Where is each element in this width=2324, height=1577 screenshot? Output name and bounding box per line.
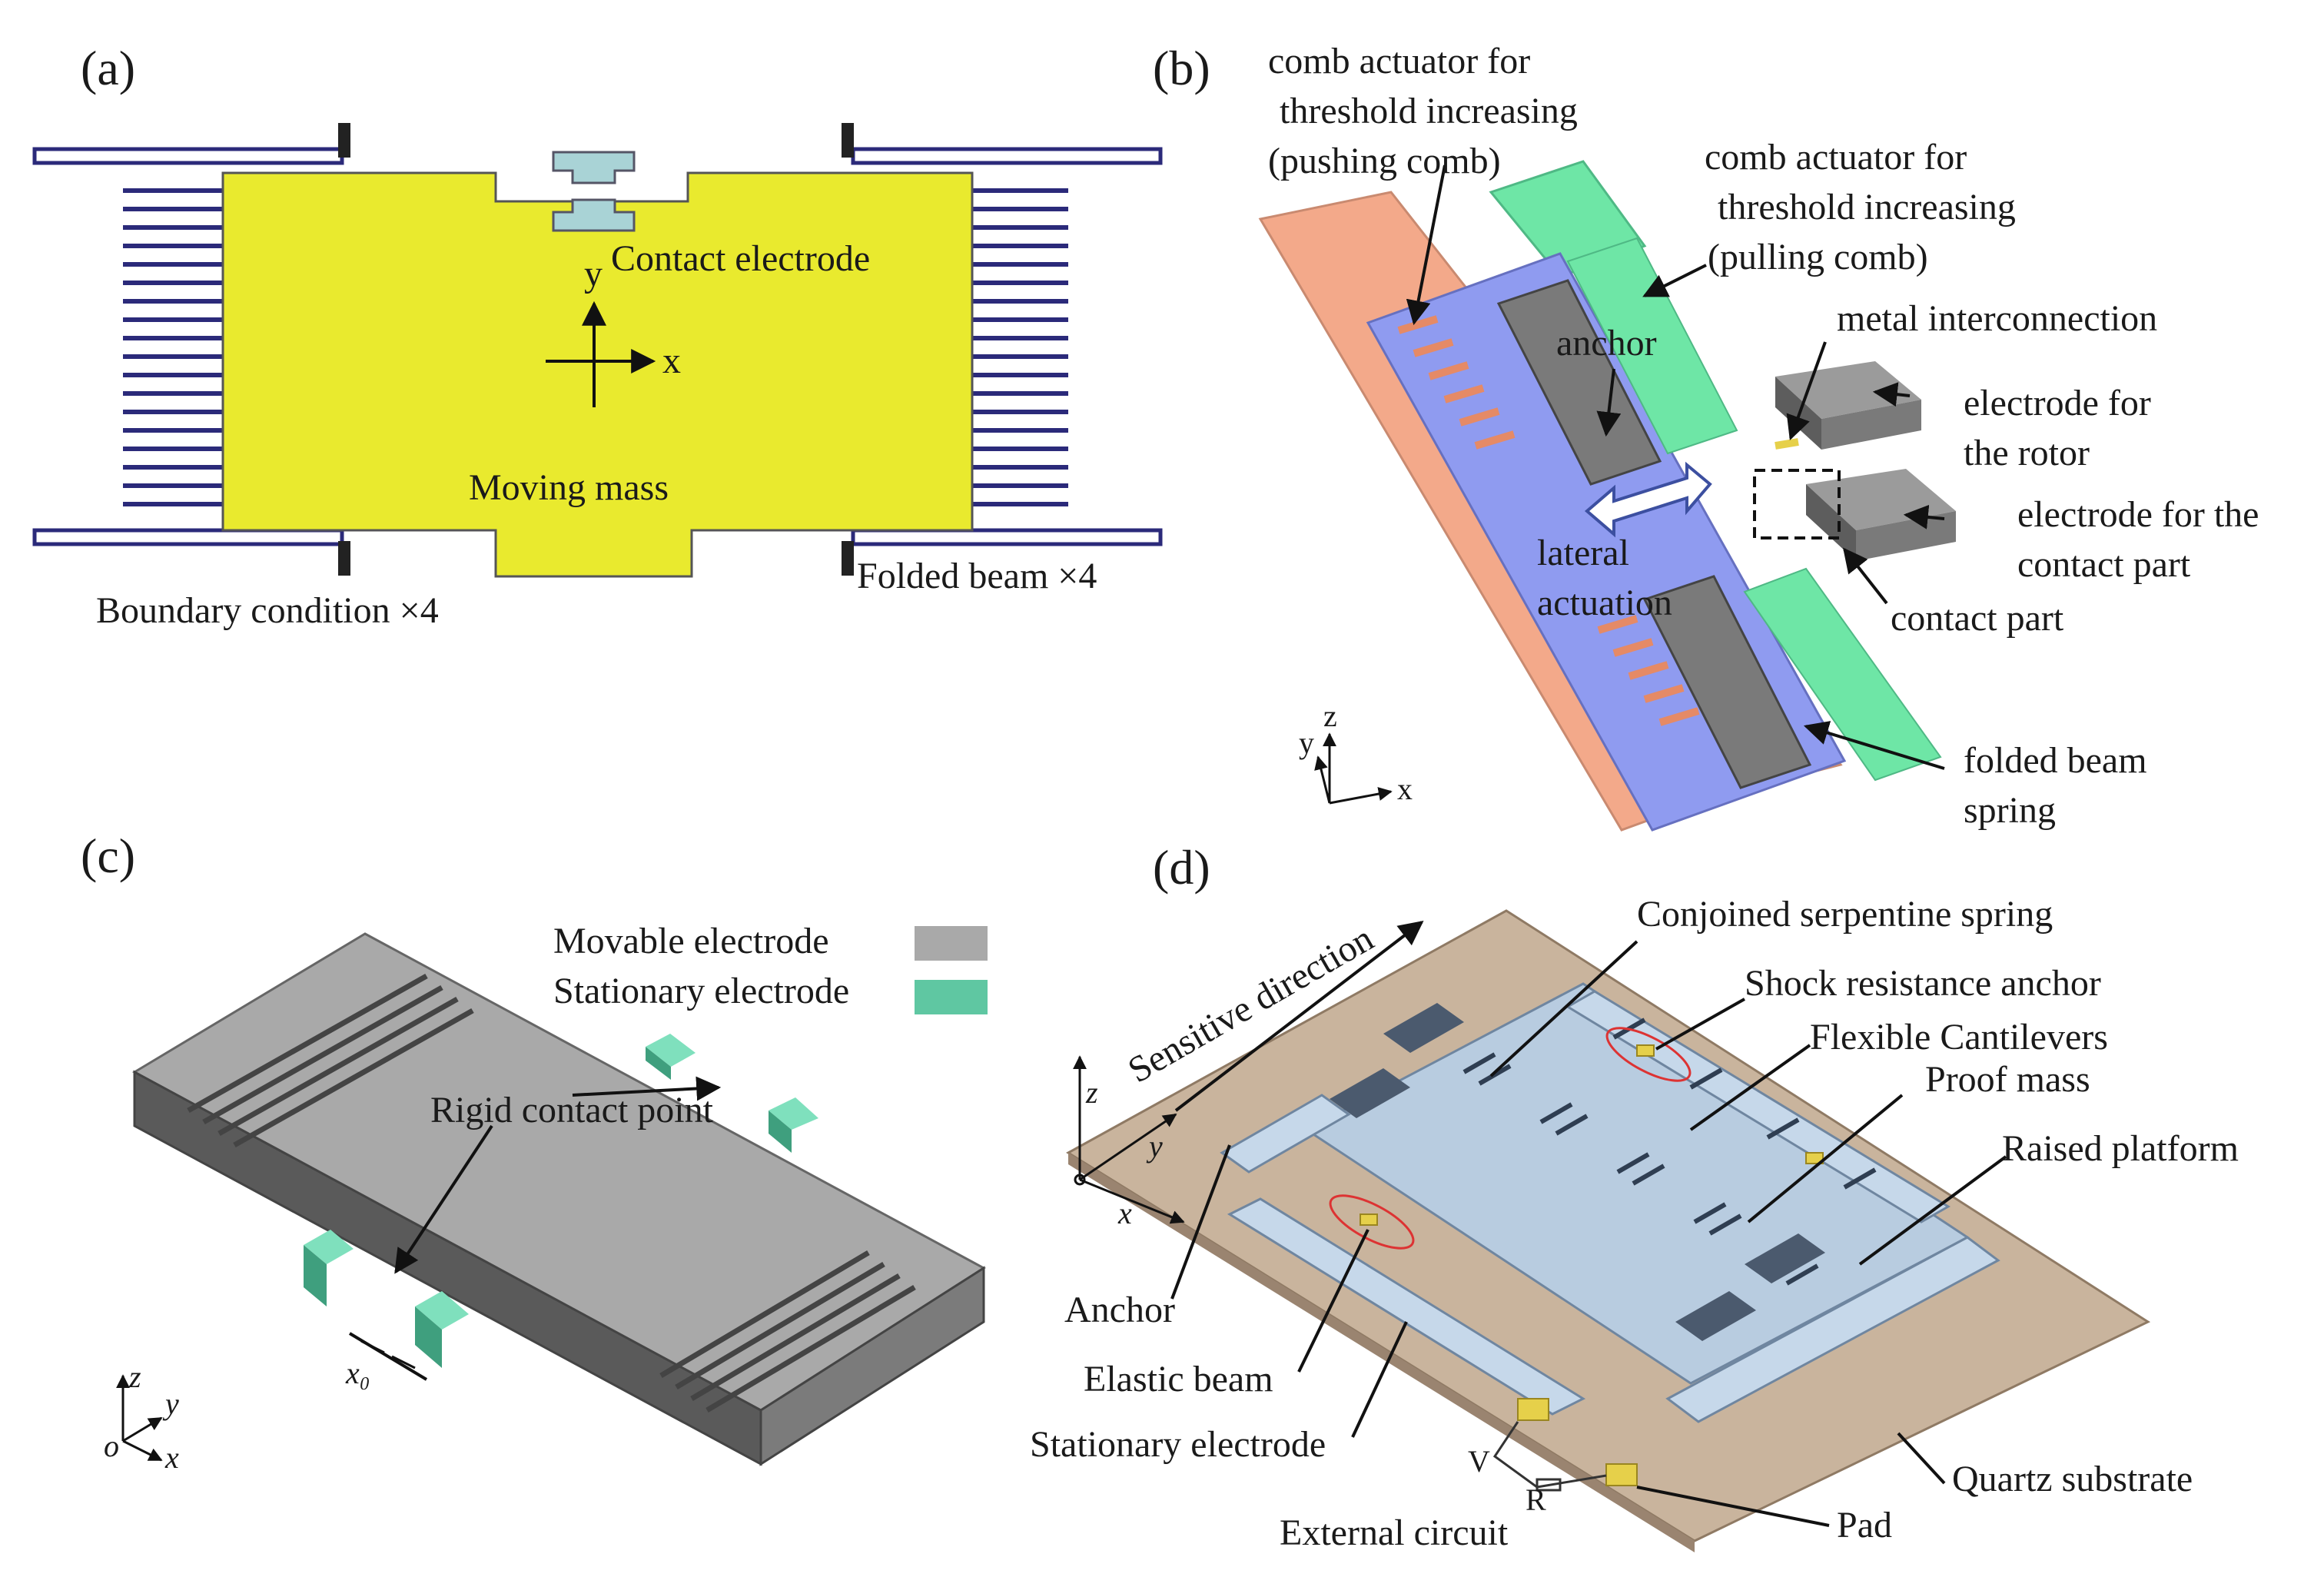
anchor-label-b: anchor — [1556, 323, 1657, 364]
contact-part-box — [1753, 469, 1841, 540]
metal-interconnection-line — [1775, 438, 1799, 450]
anchor-lower — [1642, 575, 1812, 789]
resistor-label: R — [1526, 1482, 1546, 1517]
panel-c: (c) — [81, 828, 988, 1475]
axis-y-label-b: y — [1299, 725, 1314, 760]
anchor-label-d: Anchor — [1064, 1290, 1175, 1330]
shock-anchor-highlight-1 — [1605, 1027, 1692, 1082]
legend-swatch-stationary — [915, 980, 988, 1014]
stationary-bar — [1227, 1197, 1586, 1416]
pushing-comb-label-line1: comb actuator for — [1268, 41, 1530, 81]
boundary-condition-label: Boundary condition ×4 — [96, 590, 439, 631]
folded-beam-spring-label-line1: folded beam — [1964, 740, 2147, 781]
stationary-electrodes — [304, 1034, 818, 1368]
rigid-contact-point-label: Rigid contact point — [430, 1090, 714, 1130]
axis-x-label-c: x — [164, 1440, 179, 1475]
movable-electrode-side — [759, 1266, 985, 1466]
flexible-cantilevers-label: Flexible Cantilevers — [1810, 1017, 2108, 1057]
panel-b-label: (b) — [1153, 41, 1210, 95]
legend-movable-label: Movable electrode — [553, 921, 829, 961]
axis-z-label-b: z — [1323, 699, 1337, 733]
pushing-comb-label-line2: threshold increasing — [1280, 91, 1578, 131]
rotor-electrode — [1775, 361, 1921, 450]
axis-x-label-b: x — [1397, 772, 1413, 806]
leaders-d — [1170, 940, 2007, 1527]
serpentine-springs-d — [1330, 1003, 1825, 1341]
axis-x-label-a: x — [662, 340, 681, 381]
moving-mass — [221, 171, 974, 578]
shock-anchors — [1360, 1044, 1824, 1226]
panel-d: (d) — [1030, 840, 2239, 1553]
panel-b: (b) — [1153, 41, 2259, 832]
contact-electrode-label: Contact electrode — [611, 238, 870, 279]
axis-x-label-d: x — [1117, 1196, 1132, 1230]
serpentine-spring-left — [187, 973, 474, 1148]
axis-y-label-a: y — [584, 254, 603, 294]
contact-electrode-label-line2: contact part — [2017, 544, 2191, 585]
external-circuit — [1492, 1421, 1607, 1492]
contact-part-electrode — [1806, 469, 1956, 561]
legend-swatch-movable — [915, 926, 988, 961]
moving-mass-label: Moving mass — [469, 467, 669, 508]
quartz-substrate-edge — [1068, 1153, 1695, 1552]
axes-c — [116, 1374, 163, 1462]
voltage-label: V — [1468, 1444, 1490, 1479]
x0-label: x₀ — [345, 1356, 370, 1390]
axes-b — [1314, 732, 1393, 805]
pulling-comb-label-line1: comb actuator for — [1705, 137, 1967, 178]
elastic-beam-label: Elastic beam — [1084, 1359, 1273, 1399]
panel-a: (a) — [32, 41, 1163, 631]
pushing-comb-label-line3: (pushing comb) — [1268, 141, 1501, 181]
metal-interconnection-label: metal interconnection — [1837, 298, 2157, 339]
green-comb-lower — [1743, 567, 1942, 782]
axes-d — [1073, 1055, 1185, 1224]
pulling-comb-label-line2: threshold increasing — [1718, 187, 2016, 227]
raised-platform-bar — [1665, 1236, 2000, 1423]
folded-beam-spring-label-line2: spring — [1964, 790, 2056, 831]
axis-o-label-c: o — [104, 1429, 119, 1463]
rail-left — [1220, 1094, 1351, 1174]
conjoined-spring-label: Conjoined serpentine spring — [1637, 894, 2053, 935]
proof-mass-label: Proof mass — [1925, 1059, 2090, 1100]
panel-a-label: (a) — [81, 41, 135, 95]
raised-platform-label: Raised platform — [2002, 1128, 2239, 1169]
legend-stationary-label: Stationary electrode — [553, 971, 849, 1011]
lateral-actuation-arrow — [1584, 461, 1712, 538]
axis-y-label-d: y — [1146, 1129, 1163, 1164]
axis-y-label-c: y — [162, 1386, 179, 1421]
external-circuit-label: External circuit — [1280, 1512, 1509, 1553]
x0-dimension — [360, 1340, 416, 1370]
contact-part-label: contact part — [1891, 598, 2064, 639]
axis-cross-a — [546, 300, 656, 407]
lateral-actuation-label-line2: actuation — [1537, 583, 1672, 623]
pad-label: Pad — [1837, 1505, 1892, 1545]
green-comb-upper — [1566, 237, 1738, 455]
right-beam-fingers — [964, 188, 1068, 506]
folded-beam-label: Folded beam ×4 — [857, 556, 1097, 596]
axis-z-label-d: z — [1085, 1075, 1098, 1110]
shock-resistance-label: Shock resistance anchor — [1745, 963, 2101, 1004]
rotor-electrode-label-line2: the rotor — [1964, 433, 2090, 473]
left-beam-fingers — [123, 188, 227, 506]
sensitive-direction-arrow — [1174, 921, 1424, 1112]
contact-electrode — [552, 151, 636, 232]
serpentine-spring-right — [659, 1250, 916, 1413]
pulling-comb-label-line3: (pulling comb) — [1708, 237, 1928, 277]
axis-z-label-c: z — [128, 1360, 141, 1394]
pads — [1517, 1398, 1638, 1486]
contact-electrode-label-line1: electrode for the — [2017, 494, 2259, 535]
rail-right-top — [1565, 990, 1950, 1223]
panel-d-label: (d) — [1153, 840, 1210, 895]
lateral-actuation-label-line1: lateral — [1537, 533, 1629, 573]
panel-c-label: (c) — [81, 828, 135, 883]
stationary-electrode-label-d: Stationary electrode — [1030, 1424, 1326, 1465]
leaders-b — [1406, 164, 1945, 770]
quartz-substrate-label: Quartz substrate — [1952, 1459, 2193, 1499]
boundary-anchors — [338, 123, 854, 576]
proof-mass-slots — [1462, 1018, 1877, 1286]
rotor-electrode-label-line1: electrode for — [1964, 383, 2151, 423]
